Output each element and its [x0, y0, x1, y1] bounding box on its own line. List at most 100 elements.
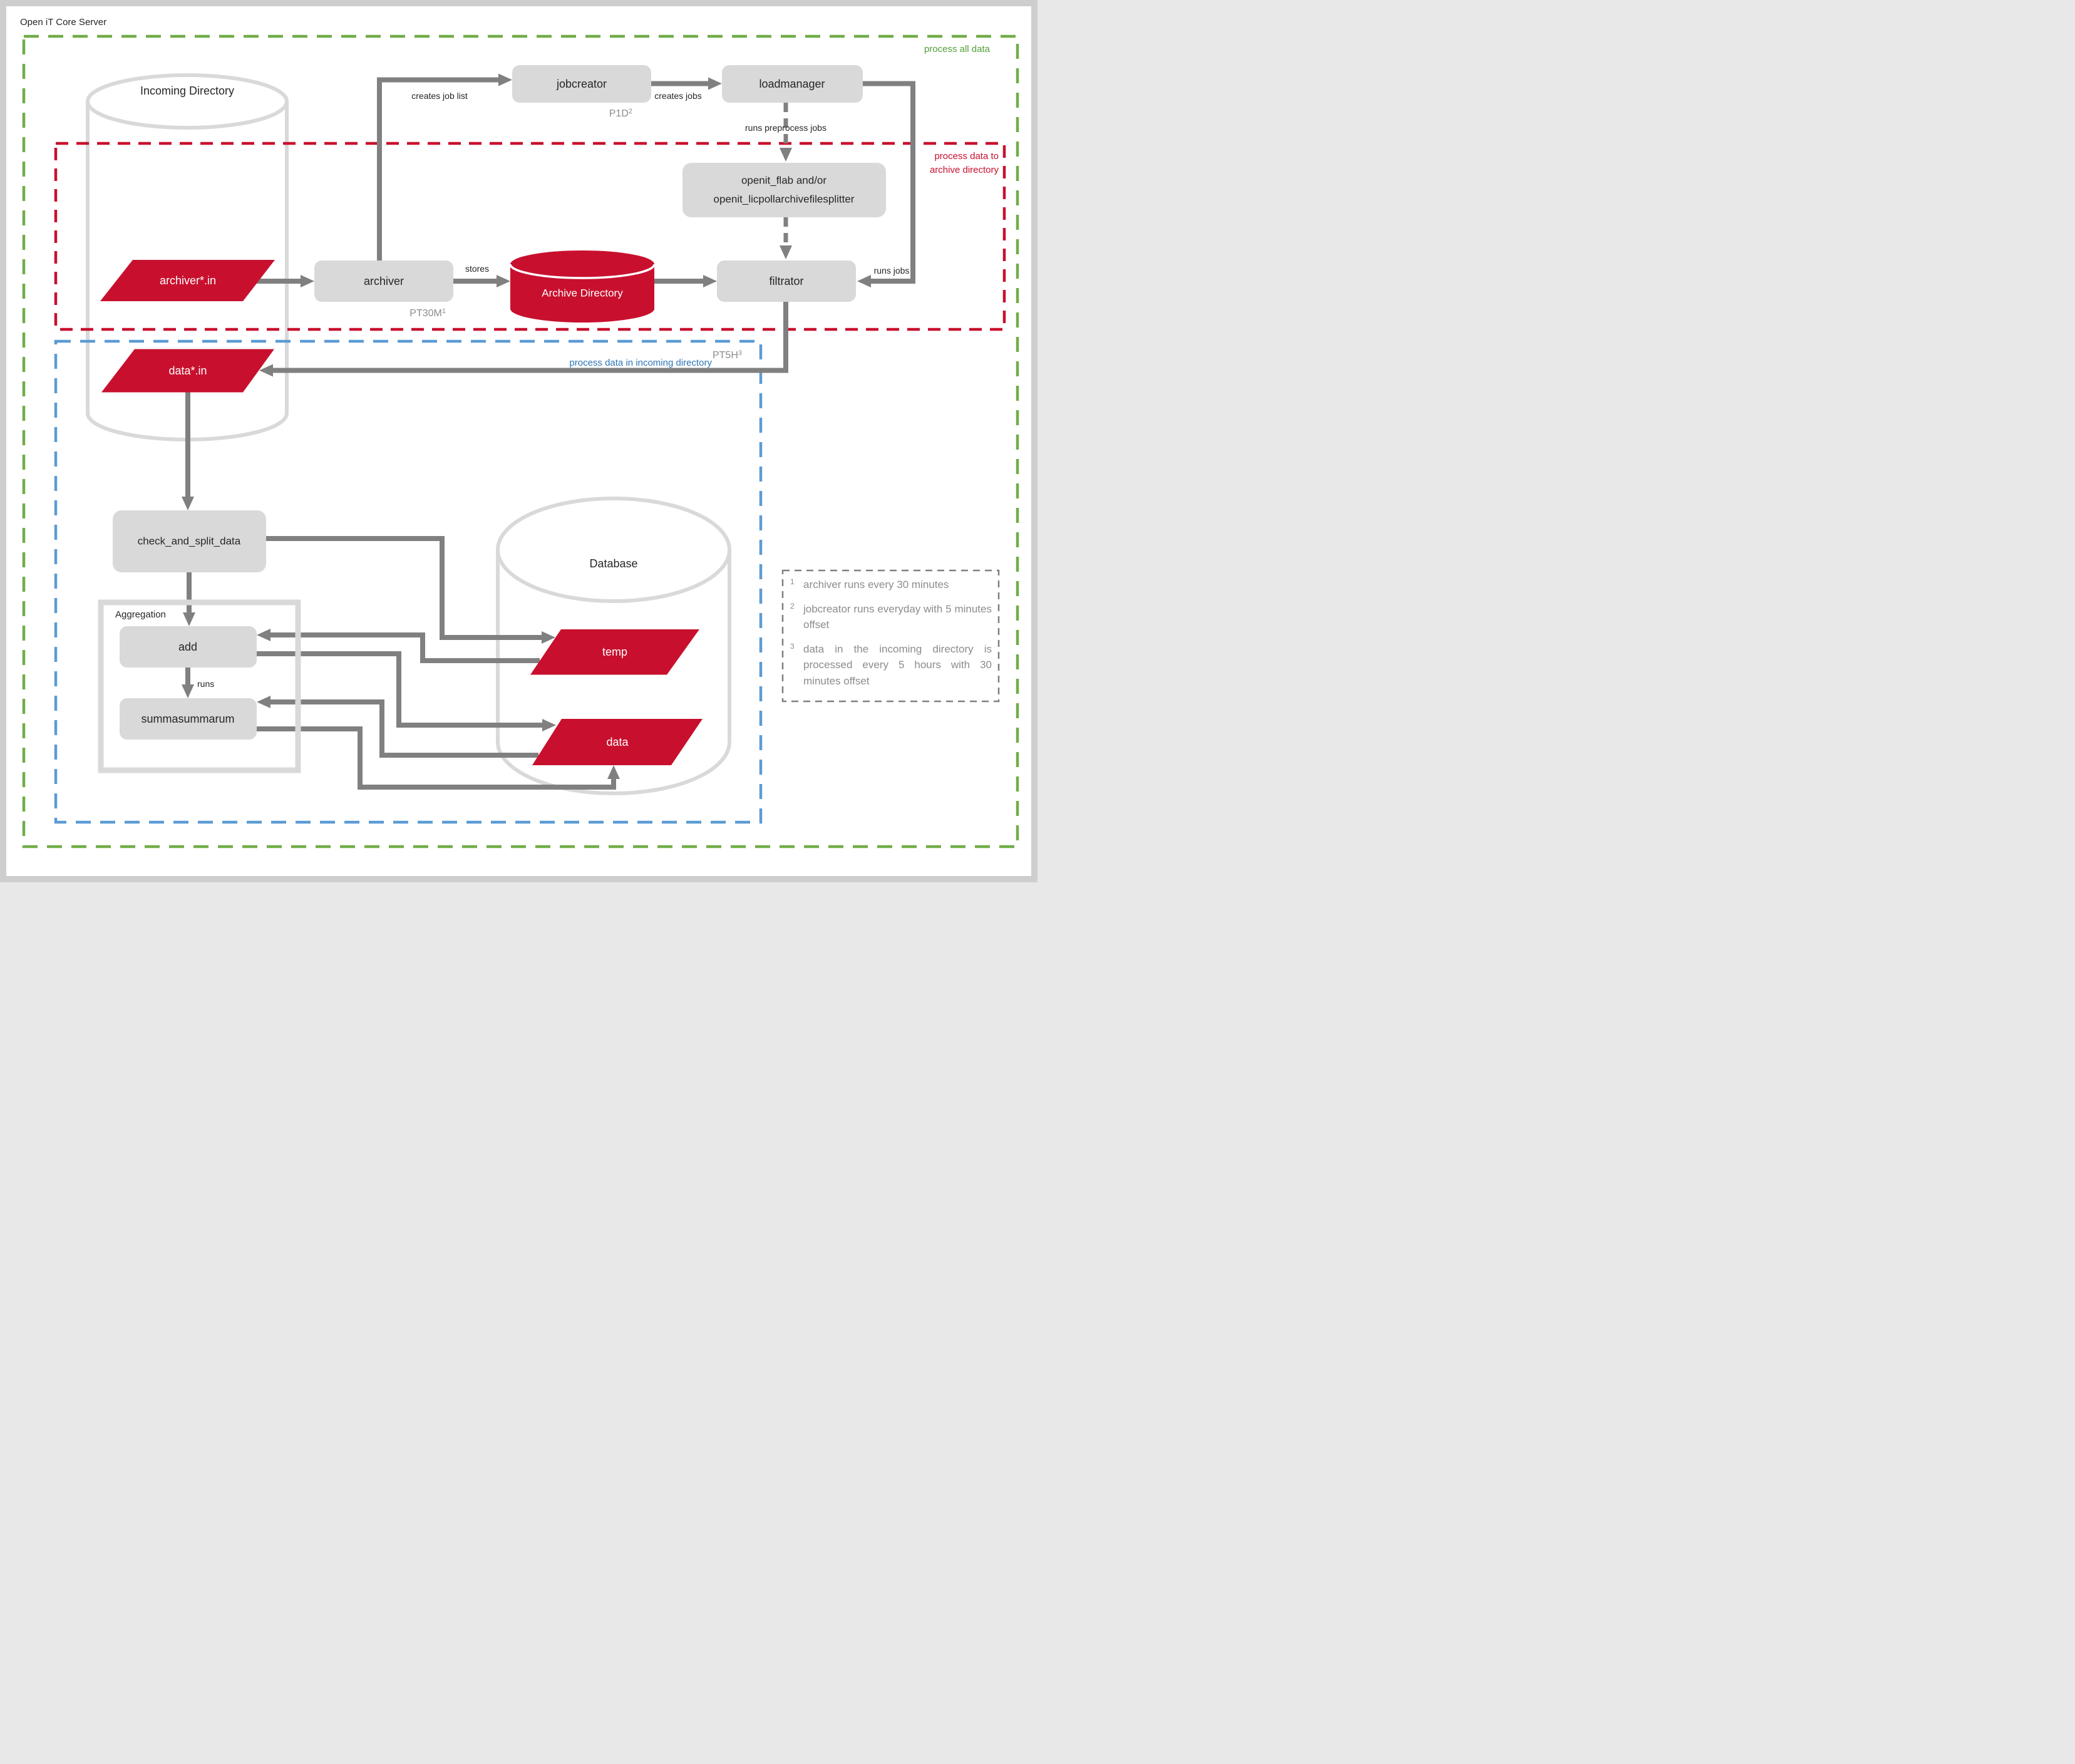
node-archiver-in: archiver*.in [100, 260, 275, 301]
node-filtrator: filtrator PT5H3 [713, 260, 856, 361]
temp-shape [530, 629, 699, 675]
aggregation-label: Aggregation [115, 609, 166, 620]
loadmanager-label: loadmanager [759, 78, 825, 90]
group-aggregation: Aggregation add summasummarum [98, 599, 301, 773]
label-runs: runs [197, 679, 214, 689]
region-process-incoming [54, 339, 763, 824]
label-creates-jobs: creates jobs [654, 91, 701, 101]
check-and-split-label: check_and_split_data [138, 535, 241, 547]
edge-temp-add [270, 632, 540, 663]
jobcreator-label: jobcreator [556, 78, 607, 90]
label-stores: stores [465, 264, 489, 274]
legend-item-1-text: archiver runs every 30 minutes [803, 579, 949, 591]
add-box [120, 626, 257, 668]
jobcreator-box [512, 65, 651, 103]
edge-add-data [257, 651, 542, 728]
arrowhead-to-add-top [183, 612, 195, 626]
legend-item-3: 3 data in the incoming directory is proc… [790, 641, 992, 689]
openit-flab-box [682, 163, 886, 217]
filtrator-label: filtrator [769, 275, 803, 287]
temp-label: temp [602, 646, 627, 658]
incoming-directory-lid [86, 101, 289, 130]
label-creates-job-list: creates job list [411, 91, 468, 101]
region-incoming-label: process data in incoming directory [569, 358, 712, 368]
arrowhead-to-check [182, 497, 194, 510]
jobcreator-schedule: P1D2 [609, 108, 632, 119]
arrowhead-to-add-right [257, 629, 270, 641]
check-and-split-box [113, 510, 266, 572]
arrowhead-to-archivedir [497, 275, 510, 287]
filtrator-box [717, 260, 856, 302]
flow-diagram: Open iT Core Server Incoming Directory D… [0, 0, 1038, 882]
archiver-in-label: archiver*.in [160, 274, 216, 287]
incoming-directory-cylinder: Incoming Directory [86, 73, 289, 441]
arrowhead-to-data-left [542, 719, 556, 731]
node-add: add [120, 626, 257, 668]
node-data-in: data*.in [101, 349, 274, 393]
page-title: Open iT Core Server [20, 17, 106, 28]
arrowhead-to-loadmanager [708, 77, 722, 90]
region-archive-label-line1: process data to [934, 151, 999, 162]
arrowhead-to-datain [259, 364, 273, 377]
data-in-label: data*.in [168, 364, 207, 377]
incoming-directory-label: Incoming Directory [140, 85, 234, 97]
openit-flab-label-line2: openit_licpollarchivefilesplitter [714, 193, 855, 205]
node-loadmanager: loadmanager [722, 65, 863, 103]
legend-item-2: 2 jobcreator runs everyday with 5 minute… [790, 601, 992, 633]
legend-item-2-sup: 2 [790, 601, 795, 611]
archive-directory-body [510, 250, 654, 322]
node-archive-directory: Archive Directory [509, 250, 656, 322]
archiver-in-shape [100, 260, 275, 301]
edges [182, 73, 915, 790]
loadmanager-box [722, 65, 863, 103]
archiver-box [314, 260, 453, 302]
node-temp: temp [530, 629, 699, 675]
add-label: add [178, 641, 197, 653]
data-in-shape [101, 349, 274, 393]
node-archiver: archiver PT30M1 [314, 260, 453, 319]
openit-flab-label-line1: openit_flab and/or [741, 175, 826, 187]
legend-item-2-text: jobcreator runs everyday with 5 minutes … [803, 602, 992, 631]
summasummarum-label: summasummarum [141, 713, 234, 725]
region-all-data-label: process all data [924, 44, 991, 54]
archive-directory-lid [509, 264, 656, 279]
arrowhead-to-temp [542, 631, 555, 644]
node-openit-flab: openit_flab and/or openit_licpollarchive… [682, 163, 886, 217]
edge-archiver-jobcreator [377, 77, 498, 260]
node-summasummarum: summasummarum [120, 698, 257, 740]
legend-box [781, 569, 1000, 703]
data-shape [532, 719, 703, 765]
legend: 1 archiver runs every 30 minutes 2 jobcr… [781, 569, 1000, 703]
region-process-to-archive [54, 142, 1006, 331]
region-process-all-data [22, 34, 1019, 848]
archiver-label: archiver [364, 275, 404, 287]
legend-item-3-sup: 3 [790, 641, 795, 651]
node-check-and-split-data: check_and_split_data [113, 510, 266, 572]
legend-content: 1 archiver runs every 30 minutes 2 jobcr… [790, 577, 992, 689]
edge-filtrator-datain [273, 302, 788, 373]
label-runs-jobs: runs jobs [874, 266, 910, 276]
label-runs-preprocess-jobs: runs preprocess jobs [745, 123, 826, 133]
archive-directory-label: Archive Directory [542, 287, 623, 299]
database-lid [496, 549, 731, 603]
arrowhead-to-jobcreator [498, 73, 512, 86]
arrowhead-to-archiver [301, 275, 314, 287]
database-label: Database [589, 557, 637, 570]
node-jobcreator: jobcreator P1D2 [512, 65, 651, 119]
aggregation-box [98, 599, 301, 773]
node-data: data [532, 719, 703, 765]
edge-check-temp [266, 536, 542, 640]
edge-loadmanager-filtrator [863, 81, 915, 284]
arrowhead-to-openitflab [780, 148, 792, 162]
legend-item-3-text: data in the incoming directory is proces… [803, 642, 992, 687]
incoming-directory-body [86, 73, 289, 441]
diagram-page: Open iT Core Server Incoming Directory D… [0, 0, 1038, 882]
legend-item-1-sup: 1 [790, 577, 795, 586]
arrowhead-to-filtrator-left [703, 275, 717, 287]
archiver-schedule: PT30M1 [409, 307, 446, 319]
summasummarum-box [120, 698, 257, 740]
arrowhead-to-filtrator-top [780, 245, 792, 259]
edge-summa-data [257, 726, 616, 790]
data-label: data [606, 736, 629, 748]
legend-item-1: 1 archiver runs every 30 minutes [790, 577, 992, 593]
